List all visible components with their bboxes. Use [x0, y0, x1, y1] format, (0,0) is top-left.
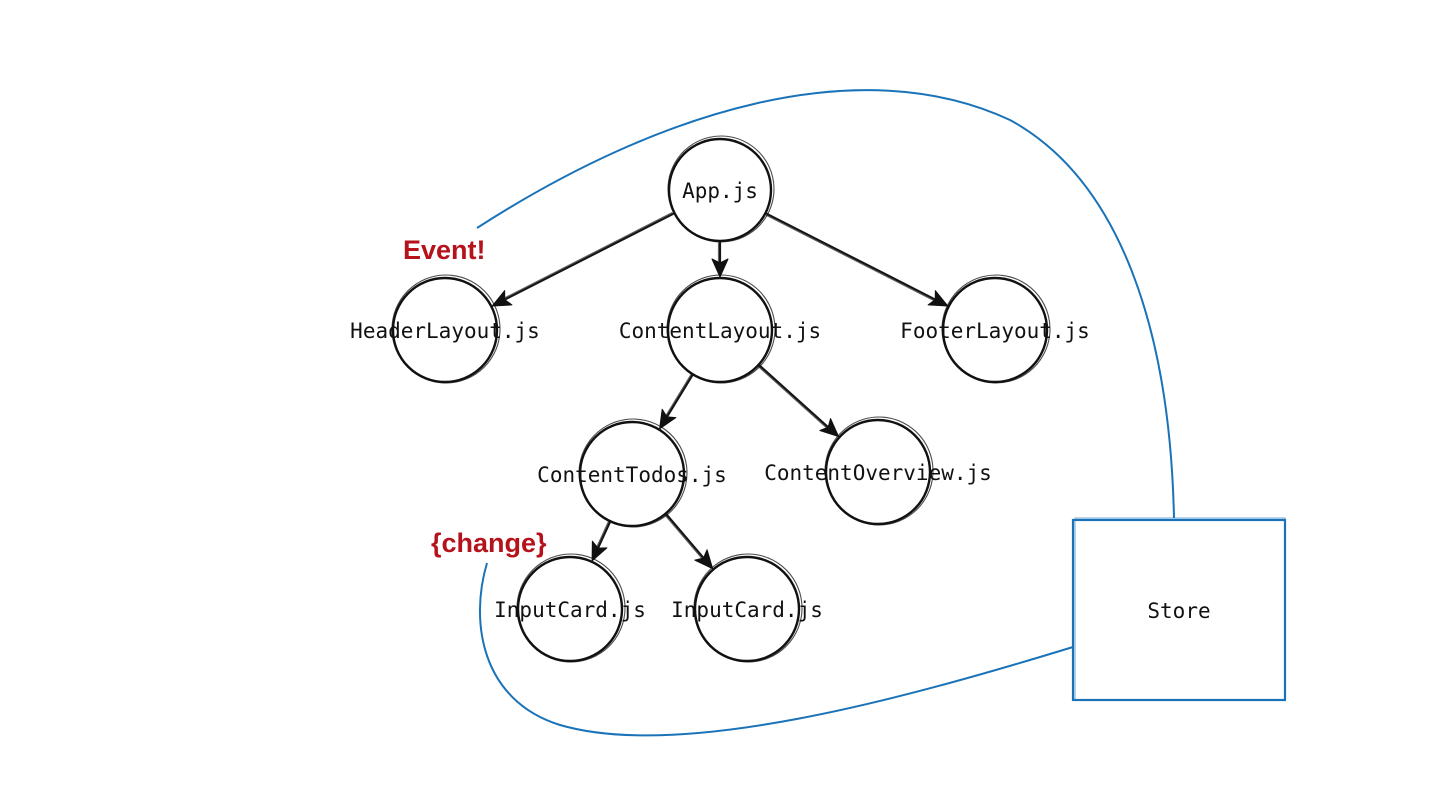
node-label-footer-layout: FooterLayout.js [900, 319, 1090, 343]
node-label-content-layout: ContentLayout.js [619, 319, 821, 343]
node-label-header-layout: HeaderLayout.js [350, 319, 540, 343]
node-input-card-1: InputCard.js [494, 553, 646, 663]
node-input-card-2: InputCard.js [671, 553, 823, 663]
edge-app-to-content_layout [711, 241, 729, 278]
store-label: Store [1147, 599, 1210, 623]
node-label-input-card-1: InputCard.js [494, 598, 646, 622]
edge-content_layout-to-content_overview [757, 364, 840, 438]
node-footer-layout: FooterLayout.js [900, 274, 1090, 384]
edge-content_layout-to-content_todos [659, 373, 694, 430]
node-header-layout: HeaderLayout.js [350, 274, 540, 384]
edge-content_todos-to-input_card_2 [664, 513, 714, 570]
node-label-content-overview: ContentOverview.js [764, 461, 992, 485]
node-content-todos: ContentTodos.js [537, 418, 727, 528]
edge-content_todos-to-input_card_1 [591, 520, 611, 562]
annotation-event: Event! [403, 235, 486, 265]
annotation-change: {change} [431, 528, 547, 558]
store-box [1071, 517, 1287, 702]
node-app: App.js [667, 135, 775, 243]
flow-line-store-to-change [478, 562, 1074, 737]
tree-edges [491, 212, 949, 570]
node-label-content-todos: ContentTodos.js [537, 463, 727, 487]
node-label-app: App.js [682, 179, 758, 203]
edge-app-to-footer_layout [766, 212, 949, 307]
edge-app-to-header_layout [491, 212, 674, 307]
node-content-layout: ContentLayout.js [619, 274, 821, 384]
node-label-input-card-2: InputCard.js [671, 598, 823, 622]
flow-line-event-to-store [476, 89, 1175, 519]
node-content-overview: ContentOverview.js [764, 416, 992, 526]
